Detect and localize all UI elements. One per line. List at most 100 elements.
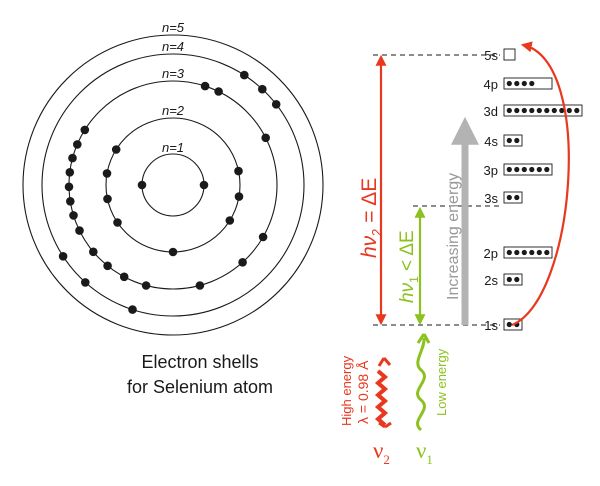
orbital-box-4s [503,134,523,147]
nu1-label: ν1 [416,438,433,467]
electron-dot [102,169,112,178]
orbital-electron [514,194,520,201]
electron-dot [271,100,281,109]
orbital-electron [506,276,512,283]
electron-dot [103,194,112,204]
high-energy-text: High energy [339,355,354,426]
electron-dot [103,261,112,271]
electron-dot [168,247,178,257]
electron-dot [128,305,137,314]
electron-dot [195,281,205,290]
orbital-electron [544,107,550,114]
orbital-electron [536,249,542,256]
orbital-electron [521,166,527,173]
orbital-electron [544,166,550,173]
level-label-3s: 3s [484,191,498,206]
orbital-box-3s [503,191,523,204]
orbital-electron [514,166,520,173]
shell-label-n3: n=3 [162,66,185,81]
orbital-box-5s [503,48,516,61]
low-energy-photon-arrowhead [416,333,431,344]
electron-dot [200,81,210,91]
shell-circle-4 [41,53,305,317]
electron-dot [73,140,82,149]
shell-label-n4: n=4 [162,39,184,54]
electron-dot [89,247,98,257]
orbital-electron [521,249,527,256]
high-energy-photon-arrowhead [377,357,392,367]
electron-dot [234,192,244,201]
electron-dot [199,180,209,190]
high-energy-relation: hν2 = ΔE [358,178,384,258]
atom-caption-line2: for Selenium atom [127,377,273,397]
low-energy-photon-wave [416,337,426,432]
electron-dot [240,70,249,80]
high-energy-photon-tail [378,421,392,429]
orbital-electron [536,166,542,173]
orbital-electron [514,107,520,114]
orbital-electron [514,276,520,283]
orbital-electron [574,107,580,114]
shell-label-n5: n=5 [162,20,185,35]
level-label-1s: 1s [484,318,498,333]
shell-label-n2: n=2 [162,103,185,118]
orbital-electron [506,80,512,87]
electron-dot [214,87,223,96]
electron-dot [119,272,129,282]
orbital-electron [506,321,512,328]
electron-dot [65,168,75,177]
orbital-electron [514,80,520,87]
level-label-2p: 2p [484,246,498,261]
electron-dot [64,182,74,192]
high-energy-photon-wave [374,369,389,427]
atom-caption-line1: Electron shells [141,352,258,372]
orbital-box-4p [503,77,553,90]
orbital-electron [506,107,512,114]
excitation-curve-arrow [511,41,570,327]
orbital-electron [529,166,535,173]
orbital-electron [551,107,557,114]
electron-dot [261,133,271,143]
electron-dot [68,153,77,163]
orbital-electron [529,80,535,87]
orbital-box-3d [503,104,583,117]
orbital-electron [506,249,512,256]
orbital-electron [536,107,542,114]
atom-shell-model: n=1 n=2 n=3 n=4 n=5 Electron shells for … [22,20,324,397]
electron-dot [58,251,68,261]
wavelength-text: λ = 0.98 Å [355,360,371,424]
low-energy-text: Low energy [434,348,449,416]
shell-label-n1: n=1 [162,140,184,155]
electron-dot [75,226,84,235]
shell-circle-5 [22,34,324,336]
level-label-3p: 3p [484,163,498,178]
orbital-electron [521,107,527,114]
orbital-box-3p [503,163,553,176]
low-energy-relation: hν1 < ΔE [397,230,421,303]
electron-dot [225,216,235,225]
level-label-5s: 5s [484,48,498,63]
electron-dot [69,211,78,220]
orbital-electron [566,107,572,114]
level-label-4p: 4p [484,77,498,92]
electron-dot [111,145,121,154]
orbital-electron [514,249,520,256]
level-label-4s: 4s [484,134,498,149]
nu2-label: ν2 [373,438,390,467]
shell-circle-2 [105,117,241,253]
electron-dot [258,84,267,94]
orbital-electron [506,194,512,201]
electron-dot [258,232,268,242]
orbital-electron [529,107,535,114]
increasing-energy-label: Increasing energy [445,173,462,300]
electron-dots [58,70,281,314]
orbital-electron [506,137,512,144]
orbital-electron [521,80,527,87]
electron-dot [234,166,243,176]
orbital-electron [529,249,535,256]
electron-dot [66,197,75,206]
electron-dot [80,125,90,135]
